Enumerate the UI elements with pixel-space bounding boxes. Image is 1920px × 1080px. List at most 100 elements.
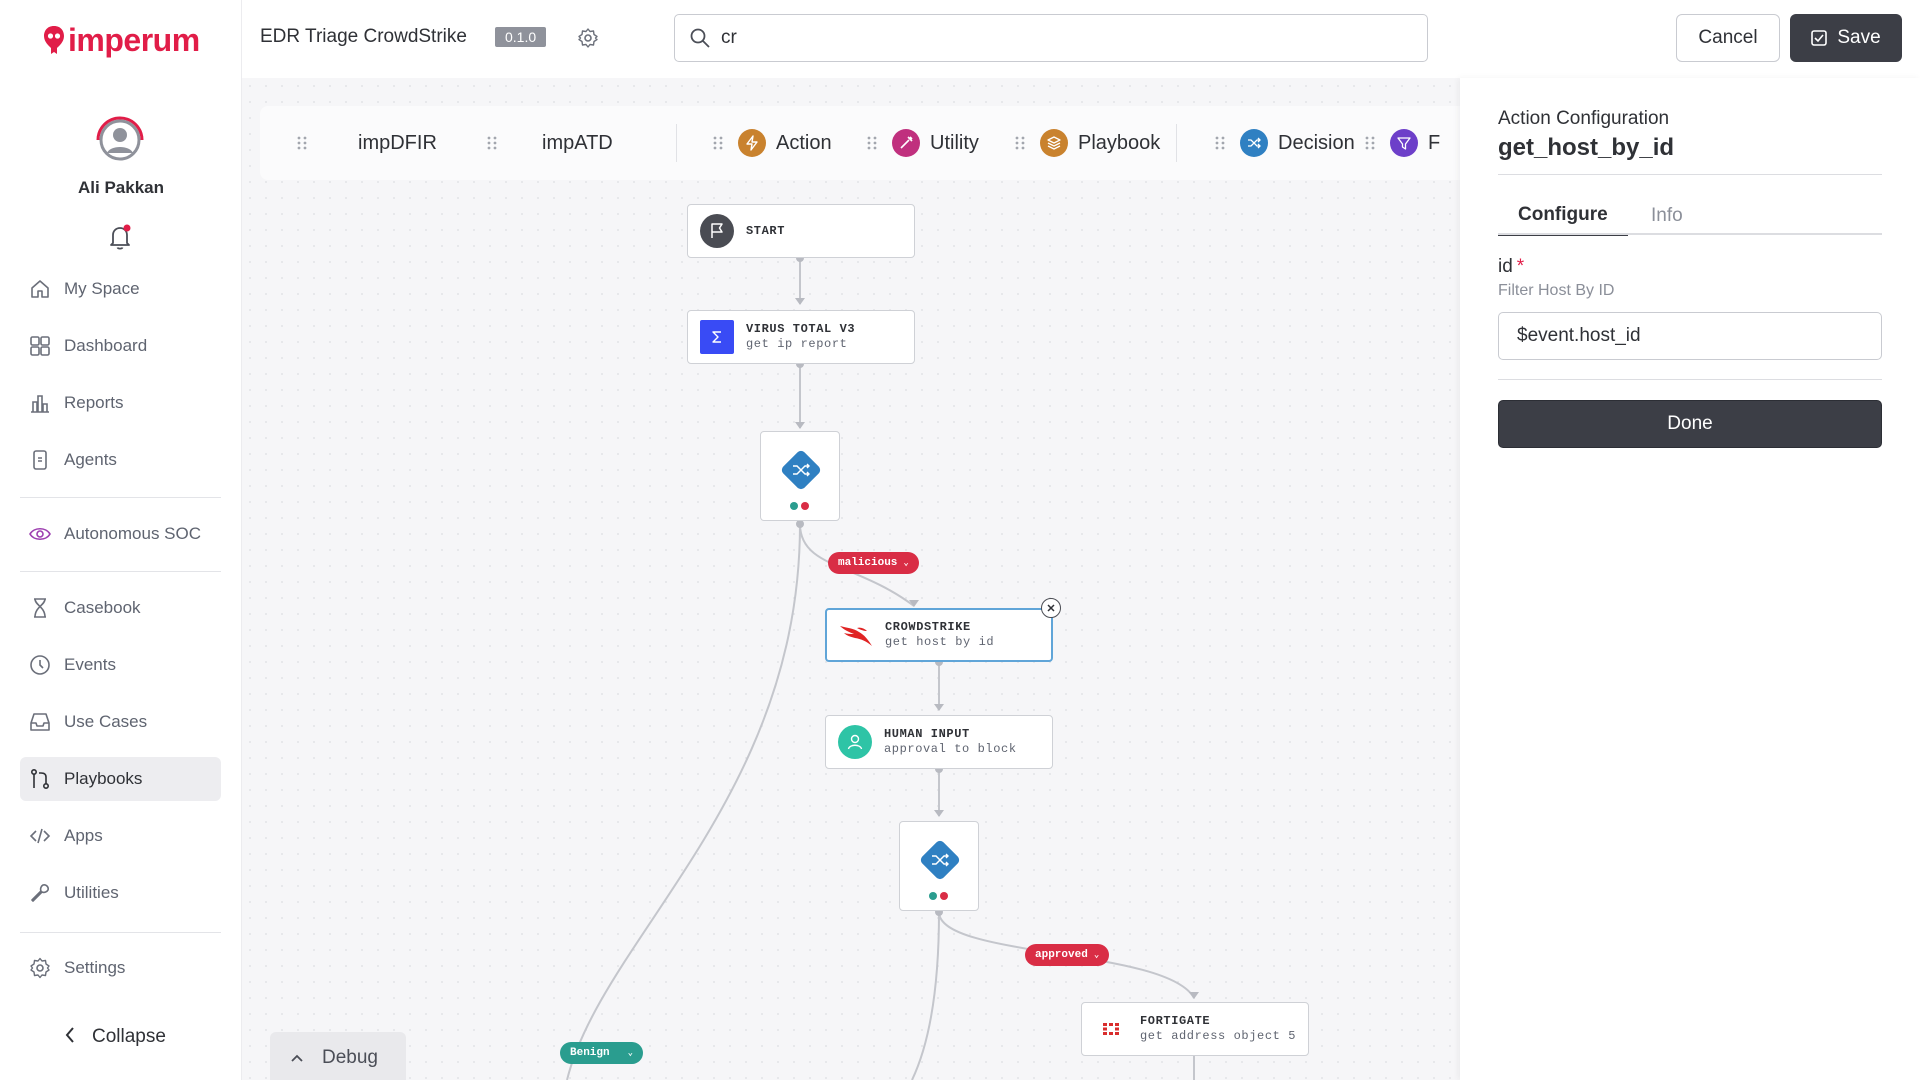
- save-button[interactable]: Save: [1790, 14, 1902, 62]
- sidebar-item-label: Settings: [64, 958, 126, 977]
- timer-icon: [28, 653, 52, 677]
- panel-divider: [1498, 379, 1882, 380]
- decision-status-dots: [929, 892, 948, 900]
- remove-node-button[interactable]: [1041, 598, 1061, 618]
- layers-icon: [1040, 129, 1068, 157]
- virustotal-sigma-icon: [700, 320, 734, 354]
- node-crowdstrike[interactable]: CROWDSTRIKE get host by id: [825, 608, 1053, 662]
- sidebar: imperum Ali Pakkan My Space Dashboard Re…: [0, 0, 242, 1080]
- drag-handle-icon[interactable]: [866, 135, 878, 151]
- edge-label-text: Benign: [570, 1047, 610, 1059]
- top-bar: EDR Triage CrowdStrike 0.1.0 Cancel Save: [242, 0, 1920, 78]
- palette-item-action[interactable]: Action: [712, 106, 832, 180]
- save-label: Save: [1837, 27, 1881, 48]
- drag-handle-icon[interactable]: [1014, 135, 1026, 151]
- search-input[interactable]: [721, 27, 1401, 49]
- sidebar-item-label: Dashboard: [64, 336, 148, 355]
- drag-handle-icon[interactable]: [1364, 135, 1376, 151]
- palette-item-impdfir[interactable]: impDFIR: [296, 106, 437, 180]
- sidebar-item-events[interactable]: Events: [20, 643, 221, 687]
- palette-item-decision[interactable]: Decision: [1214, 106, 1355, 180]
- node-start[interactable]: START: [687, 204, 915, 258]
- person-icon: [838, 725, 872, 759]
- drag-handle-icon[interactable]: [712, 135, 724, 151]
- sidebar-divider: [20, 932, 221, 933]
- inbox-icon: [28, 710, 52, 734]
- sidebar-item-agents[interactable]: Agents: [20, 438, 221, 482]
- collapse-button[interactable]: Collapse: [64, 1022, 166, 1052]
- home-icon: [28, 277, 52, 301]
- sidebar-item-casebook[interactable]: Casebook: [20, 586, 221, 630]
- panel-subtitle: Action Configuration: [1498, 108, 1670, 129]
- edge-label-text: malicious: [838, 557, 898, 569]
- edge-label-benign[interactable]: Benign ⌄: [560, 1042, 644, 1064]
- gear-icon: [28, 956, 52, 980]
- flag-icon: [700, 214, 734, 248]
- lightning-icon: [738, 129, 766, 157]
- chevron-down-icon: ⌄: [627, 1048, 634, 1058]
- notification-bell-icon[interactable]: [106, 222, 134, 252]
- playbook-settings-gear-icon[interactable]: [576, 26, 600, 50]
- panel-title: get_host_by_id: [1498, 134, 1675, 161]
- node-title: FORTIGATE: [1140, 1014, 1211, 1028]
- user-avatar-icon[interactable]: [94, 114, 146, 166]
- cancel-button[interactable]: Cancel: [1676, 14, 1780, 62]
- palette-item-utility[interactable]: Utility: [866, 106, 979, 180]
- drag-handle-icon[interactable]: [486, 135, 498, 151]
- search-box[interactable]: [674, 14, 1428, 62]
- playbook-title[interactable]: EDR Triage CrowdStrike: [260, 26, 467, 47]
- brand-logo[interactable]: imperum: [42, 20, 200, 60]
- sidebar-item-my-space[interactable]: My Space: [20, 267, 221, 311]
- id-field[interactable]: [1498, 312, 1882, 360]
- sidebar-item-utilities[interactable]: Utilities: [20, 871, 221, 915]
- playbook-canvas[interactable]: impDFIR impATD Action Utility Playbook D…: [242, 78, 1460, 1080]
- node-title: CROWDSTRIKE: [885, 620, 971, 634]
- sidebar-divider: [20, 497, 221, 498]
- tab-configure[interactable]: Configure: [1498, 196, 1628, 236]
- sidebar-item-reports[interactable]: Reports: [20, 381, 221, 425]
- sidebar-item-label: My Space: [64, 279, 140, 298]
- crowdstrike-falcon-icon: [839, 618, 873, 652]
- debug-label: Debug: [322, 1047, 378, 1068]
- checkbox-icon: [1811, 30, 1828, 46]
- sidebar-item-dashboard[interactable]: Dashboard: [20, 324, 221, 368]
- sidebar-item-label: Events: [64, 655, 116, 674]
- edge-label-malicious[interactable]: malicious⌄: [828, 552, 919, 574]
- sidebar-item-use-cases[interactable]: Use Cases: [20, 700, 221, 744]
- chevron-left-icon: [64, 1026, 76, 1049]
- close-icon: [1047, 604, 1055, 612]
- decision-shuffle-icon: [920, 840, 960, 880]
- bar-chart-icon: [28, 391, 52, 415]
- chevron-down-icon: ⌄: [1093, 950, 1100, 960]
- sidebar-item-autonomous-soc[interactable]: Autonomous SOC: [20, 512, 221, 556]
- tab-info[interactable]: Info: [1651, 205, 1683, 226]
- node-decision-2[interactable]: [899, 821, 979, 911]
- grid-icon: [28, 334, 52, 358]
- node-subtitle: get host by id: [885, 635, 995, 649]
- search-icon: [690, 28, 710, 48]
- node-fortigate[interactable]: FORTIGATE get address object 5: [1081, 1002, 1309, 1056]
- edge-label-approved[interactable]: approved⌄: [1025, 944, 1110, 966]
- sidebar-item-label: Autonomous SOC: [64, 524, 202, 543]
- palette-item-filter[interactable]: F: [1364, 106, 1440, 180]
- palette-item-label: impATD: [542, 131, 613, 154]
- git-branch-icon: [28, 767, 52, 791]
- node-virustotal[interactable]: VIRUS TOTAL V3 get ip report: [687, 310, 915, 364]
- palette-item-label: Decision: [1278, 131, 1355, 154]
- sidebar-item-settings[interactable]: Settings: [20, 946, 221, 990]
- required-mark: *: [1516, 256, 1525, 277]
- node-decision-1[interactable]: [760, 431, 840, 521]
- palette-item-playbook[interactable]: Playbook: [1014, 106, 1160, 180]
- node-title: HUMAN INPUT: [884, 727, 970, 741]
- debug-toggle[interactable]: Debug: [270, 1032, 406, 1080]
- done-button[interactable]: Done: [1498, 400, 1882, 448]
- drag-handle-icon[interactable]: [1214, 135, 1226, 151]
- sidebar-item-playbooks[interactable]: Playbooks: [20, 757, 221, 801]
- node-human-input[interactable]: HUMAN INPUT approval to block: [825, 715, 1053, 769]
- palette-item-impatd[interactable]: impATD: [486, 106, 613, 180]
- brand-name: imperum: [68, 21, 200, 58]
- shuffle-icon: [1240, 129, 1268, 157]
- sidebar-item-apps[interactable]: Apps: [20, 814, 221, 858]
- node-subtitle: get address object 5: [1140, 1029, 1297, 1043]
- drag-handle-icon[interactable]: [296, 135, 308, 151]
